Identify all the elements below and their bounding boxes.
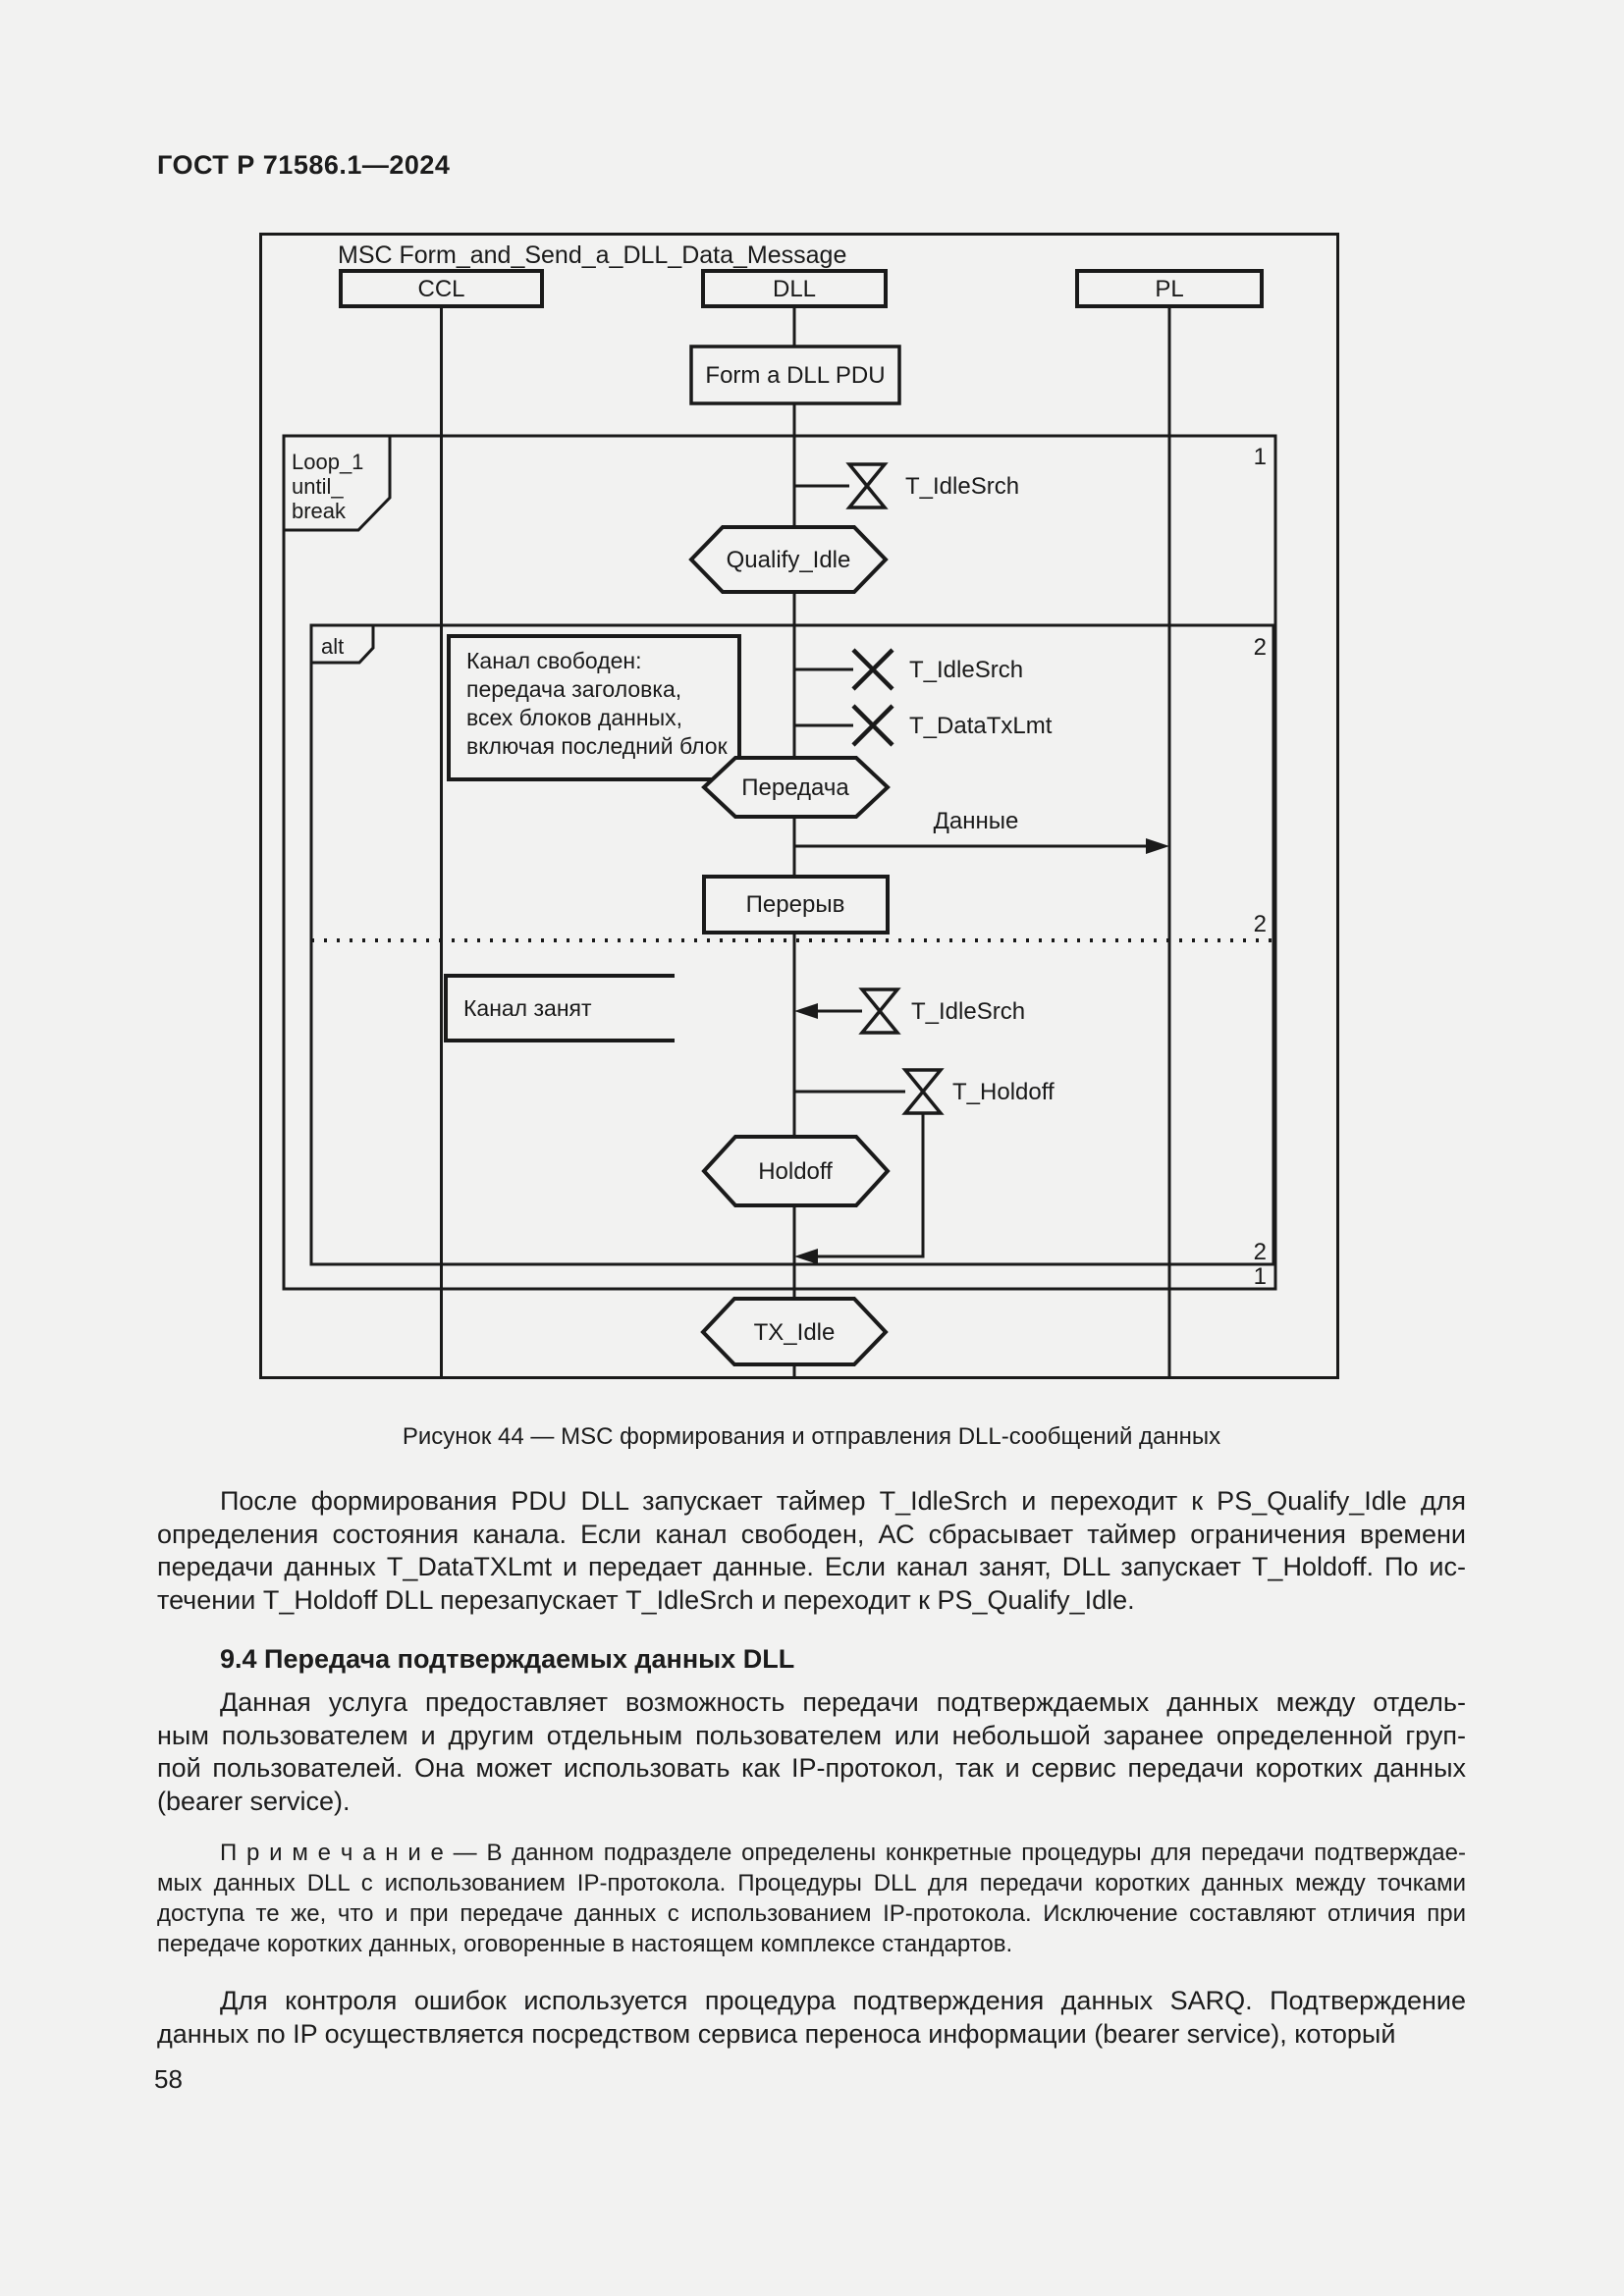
state-label-qualify-idle: Qualify_Idle xyxy=(727,547,851,573)
note-paragraph: П р и м е ч а н и е — В данном подраздел… xyxy=(157,1838,1466,1959)
cond-free-line3: всех блоков данных, xyxy=(466,705,682,730)
state-hexagon-qualify-idle xyxy=(688,525,889,594)
note-line: П р и м е ч а н и е — В данном подраздел… xyxy=(220,1840,1466,1866)
timer-label-idlesrch-1: T_IdleSrch xyxy=(905,473,1019,500)
paragraph-line: определения состояния канала. Если канал… xyxy=(157,1519,1466,1549)
alt-marker-bottom: 2 xyxy=(1254,1239,1267,1265)
holdoff-timeout-path xyxy=(816,1113,925,1258)
paragraph-1: После формирования PDU DLL запускает тай… xyxy=(157,1485,1466,1617)
hourglass-icon-timeout xyxy=(858,988,901,1035)
paragraph-2: Данная услуга предоставляет возможность … xyxy=(157,1686,1466,1818)
cond-busy-label: Канал занят xyxy=(463,995,592,1021)
alt-frame xyxy=(309,623,1275,1266)
paragraph-line: данных по IP осуществляется посредством … xyxy=(157,2018,1396,2049)
timer-reset-x-icon-2 xyxy=(851,704,894,747)
paragraph-3: Для контроля ошибок используется процеду… xyxy=(157,1985,1466,2051)
action-box-pereryv xyxy=(702,875,890,934)
document-header: ГОСТ Р 71586.1—2024 xyxy=(157,150,451,180)
state-hexagon-tx-idle xyxy=(700,1297,889,1366)
loop-label-line1: Loop_1 xyxy=(292,450,363,474)
msc-diagram: MSC Form_and_Send_a_DLL_Data_Message CCL… xyxy=(259,233,1339,1379)
timer-label-idlesrch-3: T_IdleSrch xyxy=(911,998,1025,1025)
arrowhead-left-icon-2 xyxy=(794,1249,818,1264)
alt-label: alt xyxy=(321,634,344,659)
instance-box-pl xyxy=(1075,269,1264,308)
instance-box-ccl xyxy=(339,269,544,308)
lifelines xyxy=(440,306,1171,1377)
condition-box-channel-free xyxy=(447,634,741,781)
state-label-tx-idle: TX_Idle xyxy=(754,1319,836,1346)
instance-box-dll xyxy=(701,269,888,308)
timer-label-holdoff: T_Holdoff xyxy=(952,1079,1055,1105)
loop-label-line3: break xyxy=(292,499,347,523)
timer-reset-x-icon-1 xyxy=(851,648,894,691)
action-box-form-pdu xyxy=(689,345,901,405)
paragraph-line: Данная услуга предоставляет возможность … xyxy=(220,1687,1466,1717)
arrowhead-right-icon xyxy=(1146,838,1169,854)
paragraph-line: Для контроля ошибок используется процеду… xyxy=(220,1986,1466,2015)
note-line: мых данных DLL с использованием IP-прото… xyxy=(157,1870,1466,1896)
arrowhead-left-icon-1 xyxy=(794,1003,818,1019)
paragraph-line: пой пользователей. Она может использоват… xyxy=(157,1753,1466,1783)
note-line: передаче коротких данных, оговоренные в … xyxy=(157,1931,1013,1957)
section-heading: 9.4 Передача подтверждаемых данных DLL xyxy=(220,1644,795,1674)
timer-label-idlesrch-2: T_IdleSrch xyxy=(909,657,1023,683)
action-label-pereryv: Перерыв xyxy=(746,891,845,918)
cond-free-line2: передача заголовка, xyxy=(466,676,681,702)
hourglass-icon xyxy=(845,462,889,509)
action-label-form-pdu: Form a DLL PDU xyxy=(705,362,885,389)
state-label-peredacha: Передача xyxy=(741,774,849,801)
instance-label-pl: PL xyxy=(1155,276,1183,302)
diagram-frame xyxy=(259,233,1339,1379)
alt-separator-marker: 2 xyxy=(1254,911,1267,937)
state-hexagon-peredacha xyxy=(701,756,891,819)
page-number: 58 xyxy=(154,2064,183,2094)
cond-free-line1: Канал свободен: xyxy=(466,648,642,673)
instance-label-dll: DLL xyxy=(773,276,816,302)
msc-title: MSC Form_and_Send_a_DLL_Data_Message xyxy=(338,241,846,269)
note-line: доступа те же, что и при передаче данных… xyxy=(157,1900,1466,1927)
hourglass-icon-holdoff xyxy=(901,1068,945,1115)
paragraph-line: течении T_Holdoff DLL перезапускает T_Id… xyxy=(157,1584,1135,1615)
paragraph-line: После формирования PDU DLL запускает тай… xyxy=(220,1486,1466,1516)
loop-marker-bottom: 1 xyxy=(1254,1263,1267,1290)
paragraph-line: передачи данных T_DataTXLmt и передает д… xyxy=(157,1552,1466,1581)
paragraph-line: ным пользователем и другим отдельным пол… xyxy=(157,1720,1466,1750)
loop-label-line2: until_ xyxy=(292,474,344,499)
state-label-holdoff: Holdoff xyxy=(758,1158,833,1185)
instance-label-ccl: CCL xyxy=(417,276,464,302)
timer-label-datatxlmt: T_DataTxLmt xyxy=(909,713,1053,739)
loop-marker-top: 1 xyxy=(1254,444,1267,470)
cond-free-line4: включая последний блок xyxy=(466,733,729,759)
condition-box-channel-busy xyxy=(444,974,675,1042)
message-label-dannye: Данные xyxy=(934,808,1019,834)
figure-caption: Рисунок 44 — MSC формирования и отправле… xyxy=(402,1423,1221,1450)
loop-label-tab xyxy=(282,434,392,532)
alt-marker-top: 2 xyxy=(1254,634,1267,661)
loop-frame xyxy=(282,434,1277,1291)
state-hexagon-holdoff xyxy=(701,1135,891,1207)
alt-label-tab xyxy=(309,623,375,665)
paragraph-line: (bearer service). xyxy=(157,1786,351,1816)
